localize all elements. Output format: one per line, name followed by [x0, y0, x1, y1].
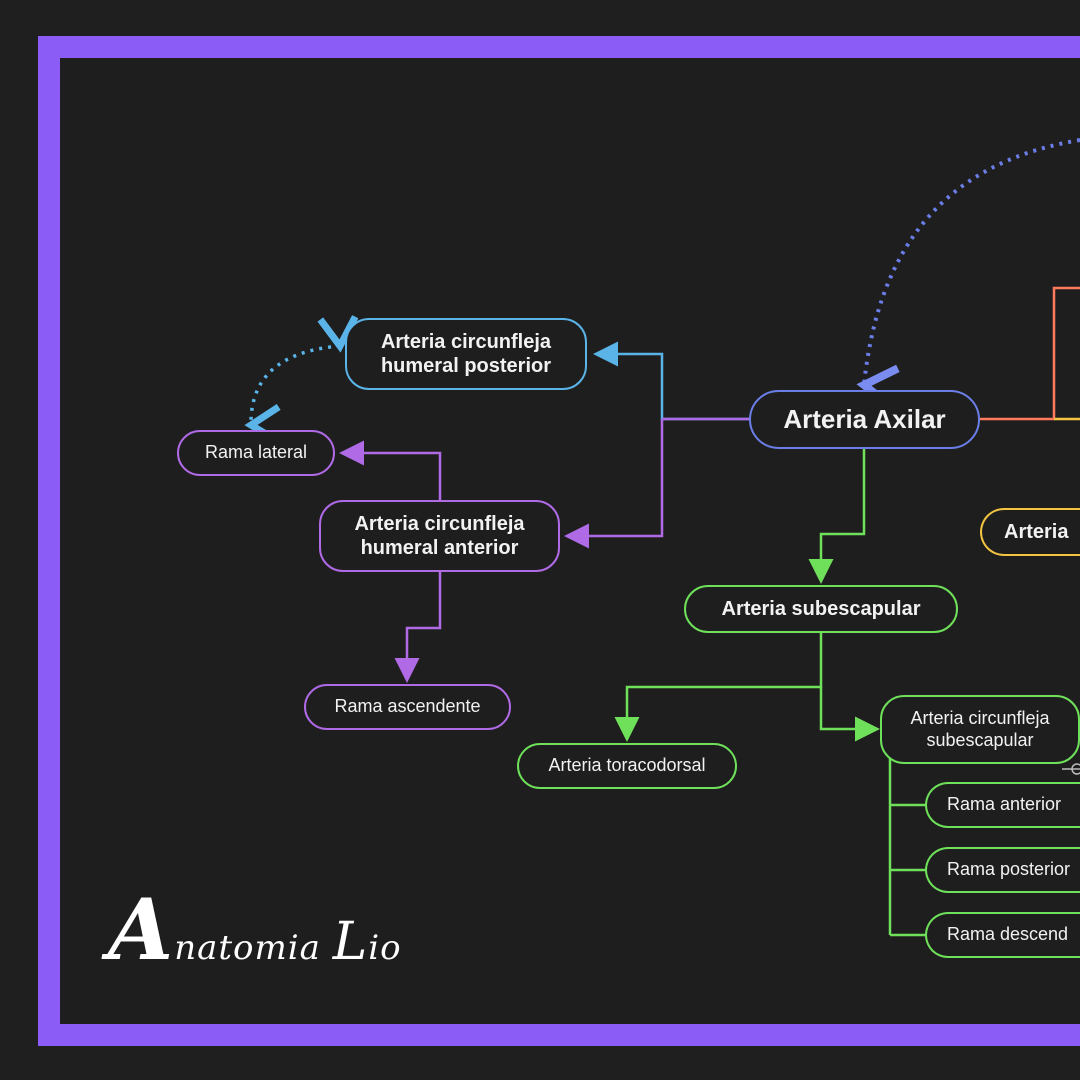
node-rama-ascendente[interactable]: Rama ascendente: [304, 684, 511, 730]
link-axilar-subescapular: [808, 448, 866, 584]
link-sub-circunfleja: [819, 687, 880, 742]
logo-rest: natomia: [174, 928, 321, 968]
node-arteria-right[interactable]: Arteria: [980, 508, 1080, 556]
link-axilar-posterior: [593, 341, 750, 421]
node-circunfleja-humeral-posterior[interactable]: Arteria circunfleja humeral posterior: [345, 318, 587, 390]
logo-initial: A: [108, 880, 175, 979]
orange-connector: [980, 286, 1080, 421]
small-connector-dot: [1071, 763, 1080, 775]
link-circ-branches: [888, 756, 926, 937]
logo-rest-2: io: [368, 928, 402, 968]
node-arteria-toracodorsal[interactable]: Arteria toracodorsal: [517, 743, 737, 789]
node-rama-posterior[interactable]: Rama posterior: [925, 847, 1080, 893]
node-arteria-subescapular[interactable]: Arteria subescapular: [684, 585, 958, 633]
link-anterior-ascendente: [394, 572, 442, 683]
link-anterior-lateral: [339, 440, 442, 500]
link-axilar-anterior: [564, 419, 664, 549]
node-rama-descendente[interactable]: Rama descend: [925, 912, 1080, 958]
link-sub-toracodorsal: [614, 632, 823, 742]
node-rama-lateral[interactable]: Rama lateral: [177, 430, 335, 476]
dotted-link-axilar: [856, 138, 1080, 412]
node-circunfleja-humeral-anterior[interactable]: Arteria circunfleja humeral anterior: [319, 500, 560, 572]
node-circunfleja-subescapular[interactable]: Arteria circunfleja subescapular: [880, 695, 1080, 764]
logo-initial-2: L: [332, 912, 369, 972]
node-rama-anterior[interactable]: Rama anterior: [925, 782, 1080, 828]
node-arteria-axilar[interactable]: Arteria Axilar: [749, 390, 980, 449]
dotted-link-lateral: [244, 315, 359, 446]
anatomialio-logo: Anatomia Lio: [108, 880, 402, 979]
